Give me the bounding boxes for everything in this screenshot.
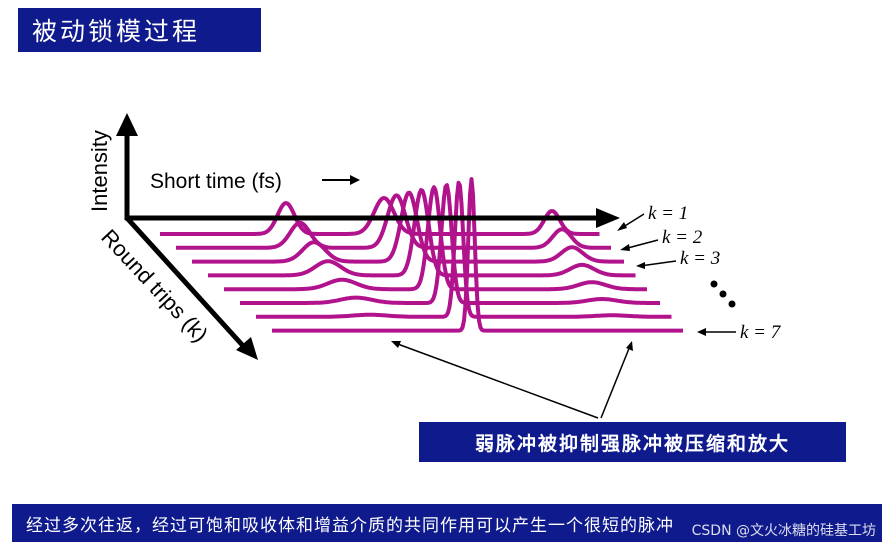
bottom-text: 经过多次往返，经过可饱和吸收体和增益介质的共同作用可以产生一个很短的脉冲 [26,515,674,536]
time-axis-arrowhead [596,208,620,228]
title-banner: 被动锁模过程 [18,8,261,52]
time-label-arrowhead [350,175,360,185]
ellipsis-dot [719,290,727,298]
caption-banner: 弱脉冲被抑制强脉冲被压缩和放大 [419,422,846,462]
intensity-axis-arrowhead [116,113,138,136]
trip-pointer-1-head [617,222,627,231]
bottom-banner: 经过多次往返，经过可饱和吸收体和增益介质的共同作用可以产生一个很短的脉冲 [12,504,882,542]
weak-pulse-pointer-head [391,341,401,348]
round-trips-axis-arrowhead [236,337,258,360]
pulse-trace-1 [159,196,600,236]
trip-label-2: k = 2 [662,227,703,248]
trip-pointer-2-head [620,244,630,251]
trip-pointer-3 [639,260,677,267]
trip-label-7: k = 7 [740,322,782,343]
pulse-traces [159,177,684,333]
ellipsis-dot [728,300,736,308]
time-label: Short time (fs) [150,170,282,193]
pulse-trace-2 [175,193,612,250]
trip-pointer-2 [623,239,659,250]
trip-label-3: k = 3 [680,248,720,269]
round-trips-axis [125,216,247,350]
trip-label-1: k = 1 [648,203,688,224]
watermark: CSDN @文火冰糖的硅基工坊 [691,523,876,539]
strong-pulse-pointer [600,345,631,419]
trip-pointer-3-head [636,262,645,269]
pulse-trace-5 [223,185,648,292]
title-text: 被动锁模过程 [32,17,201,46]
strong-pulse-pointer-head [626,341,633,351]
pulse-trace-6 [239,183,661,305]
weak-pulse-pointer [394,342,599,419]
ellipsis-dot [710,280,718,288]
pulse-trace-7 [255,180,672,319]
pulse-trace-4 [207,188,636,278]
round-trips-label: Round trips (k) [96,224,213,347]
caption-text: 弱脉冲被抑制强脉冲被压缩和放大 [474,432,790,455]
pulse-trace-3 [191,190,625,264]
trip-pointer-7-head [697,328,706,336]
intensity-label: Intensity [87,130,112,212]
pulse-trace-8 [271,177,684,333]
